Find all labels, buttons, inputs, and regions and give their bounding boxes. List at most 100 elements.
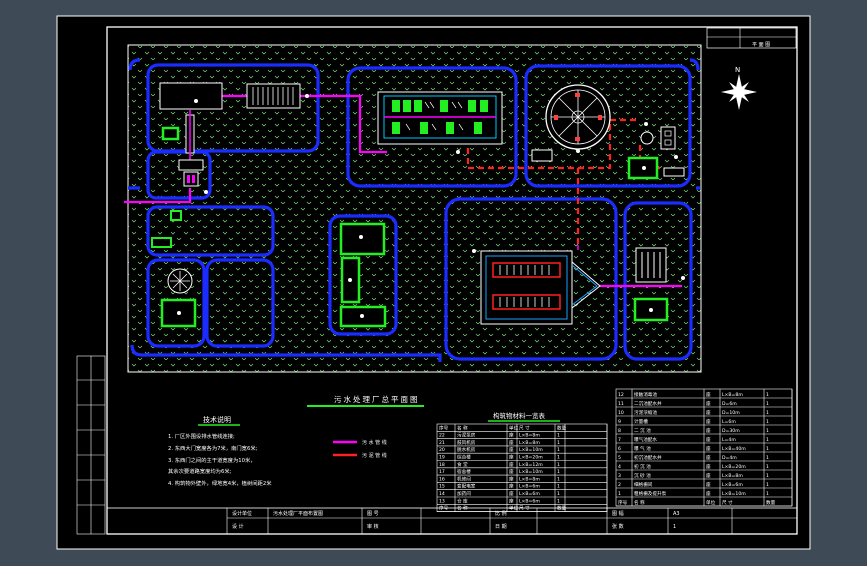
equipment-table-cell: L×B=10m: [722, 491, 746, 497]
left-revision-strip: [76, 355, 106, 535]
equipment-table-cell: 座: [706, 409, 711, 416]
equipment-table-cell: 座: [706, 472, 711, 479]
tech-notes-heading: 技术说明: [203, 415, 231, 424]
equipment-table-cell: D=10m: [722, 410, 740, 416]
materials-table-cell: 加药间: [457, 490, 471, 497]
sludge-pipe-1: [466, 118, 640, 170]
distribution-well: [183, 171, 199, 187]
materials-table-cell: 14: [439, 491, 445, 497]
materials-table-cell: 1: [557, 498, 560, 504]
materials-table-cell: 20: [439, 447, 445, 453]
equipment-table-cell: 座: [706, 490, 711, 497]
equipment-table-cell: 单位: [706, 499, 716, 506]
materials-table-cell: 17: [439, 469, 445, 475]
equipment-table-cell: 粗格栅及提升泵: [634, 490, 667, 497]
equipment-table-cell: 4: [618, 464, 621, 470]
materials-table-cell: 座: [509, 454, 514, 461]
equipment-table-cell: 曝 气 池: [634, 445, 651, 452]
lift-pump-station: [159, 82, 223, 110]
equipment-table-cell: 1: [766, 446, 769, 452]
guard-house: [170, 210, 182, 221]
materials-table-cell: 13: [439, 498, 445, 504]
materials-table-cell: L×B=8m: [519, 433, 540, 439]
road-block-west-south: [146, 258, 206, 348]
equipment-table-cell: D=30m: [722, 428, 740, 434]
materials-table-cell: 座: [509, 483, 514, 490]
equipment-table-cell: 8: [618, 428, 621, 434]
tech-note-2: 2. 东西大门宽度各为7米，南门宽6米;: [168, 444, 258, 452]
equipment-table-cell: 座: [706, 481, 711, 488]
materials-table-cell: L×B=12m: [519, 462, 543, 468]
materials-table-cell: 仓 库: [457, 497, 468, 504]
materials-table-cell: 1: [557, 469, 560, 475]
materials-table-cell: L×B=6m: [519, 484, 540, 490]
materials-table-cell: 15: [439, 484, 445, 490]
equipment-table-cell: 5: [618, 455, 621, 461]
tb-r2c7: 张 数: [612, 523, 624, 530]
tech-note-3: 3. 东西门之间的主干道宽度为10米，: [168, 456, 256, 464]
legend-sludge-label: 污 泥 管 线: [362, 452, 387, 459]
materials-table-cell: 尺 寸: [519, 424, 530, 431]
sewage-pipe-inlet: [124, 188, 192, 204]
materials-table-cell: 座: [509, 461, 514, 468]
equipment-table-cell: L×B=20m: [722, 464, 746, 470]
equipment-table-cell: L×B=40m: [722, 446, 746, 452]
tb-r2c1: 设 计: [232, 523, 244, 530]
materials-table-cell: 19: [439, 455, 445, 461]
materials-table-cell: 机修间: [457, 475, 471, 482]
tb-r2c3: 审 核: [367, 523, 379, 530]
sewage-pipes: [124, 94, 682, 288]
tb-r1c2: 污水处理厂平面布置图: [273, 510, 323, 517]
equipment-table-cell: 1: [766, 392, 769, 398]
equipment-table-cell: L×B=8m: [722, 473, 743, 479]
materials-table-cell: L×B=8m: [519, 476, 540, 482]
tb-r1c1: 设计单位: [232, 510, 252, 517]
materials-table-cell: 座: [509, 468, 514, 475]
pipe-legend: 污 水 管 线 污 泥 管 线: [333, 439, 387, 459]
materials-table-cell: 1: [557, 462, 560, 468]
equipment-table-cell: 座: [706, 463, 711, 470]
tech-note-5: 4. 构筑物外壁外，绿地宽4米，植树间距2米: [168, 479, 272, 487]
materials-table-cell: 数量: [557, 424, 567, 431]
sludge-storage: [663, 167, 685, 177]
equipment-table-cell: 1: [766, 401, 769, 407]
road-block-aeration: [346, 66, 518, 188]
equipment-table-cell: L=4m: [722, 437, 736, 443]
tech-note-1: 1. 厂区外围设排水管线连接;: [168, 432, 235, 440]
equipment-table-cell: 1: [766, 482, 769, 488]
equipment-table-cell: 计量槽: [634, 418, 648, 425]
materials-table-cell: 1: [557, 455, 560, 461]
materials-table-cell: 1: [557, 491, 560, 497]
road-block-west-south-2: [205, 258, 275, 348]
equipment-table-cell: 细格栅间: [634, 481, 653, 488]
materials-table-cell: 1: [557, 440, 560, 446]
tb-r1c8: A3: [673, 511, 680, 517]
north-arrow-icon: N: [721, 66, 757, 110]
equipment-table-cell: 序号: [618, 499, 628, 506]
equipment-table-cell: L×B=8m: [722, 392, 743, 398]
equipment-table-cell: 12: [618, 392, 624, 398]
materials-table-cell: 座: [509, 446, 514, 453]
title-block: 设计单位 污水处理厂平面布置图 图 号 比 例 图 幅 A3 设 计 审 核 日…: [106, 507, 798, 535]
site-plan: [124, 44, 702, 373]
office-building: [339, 222, 386, 256]
materials-table-cell: L×B=6m: [519, 498, 540, 504]
equipment-table-cell: 1: [766, 419, 769, 425]
equipment-table-cell: 9: [618, 419, 621, 425]
equipment-table-cell: 座: [706, 454, 711, 461]
aeration-tank: [377, 91, 503, 145]
equipment-table-cell: 2: [618, 482, 621, 488]
measuring-tank: [635, 247, 667, 283]
legend-sewage-label: 污 水 管 线: [362, 439, 387, 446]
equipment-table-cell: 1: [766, 491, 769, 497]
structures: [151, 82, 685, 328]
sludge-thickener: [640, 131, 654, 145]
equipment-table-cell: 座: [706, 391, 711, 398]
equipment-table-cell: 尺 寸: [722, 499, 733, 506]
equipment-table-cell: 座: [706, 445, 711, 452]
materials-table-cell: 1: [557, 484, 560, 490]
materials-table-cell: 座: [509, 475, 514, 482]
materials-table-cell: 食 堂: [457, 461, 468, 468]
materials-table-cell: 18: [439, 462, 445, 468]
